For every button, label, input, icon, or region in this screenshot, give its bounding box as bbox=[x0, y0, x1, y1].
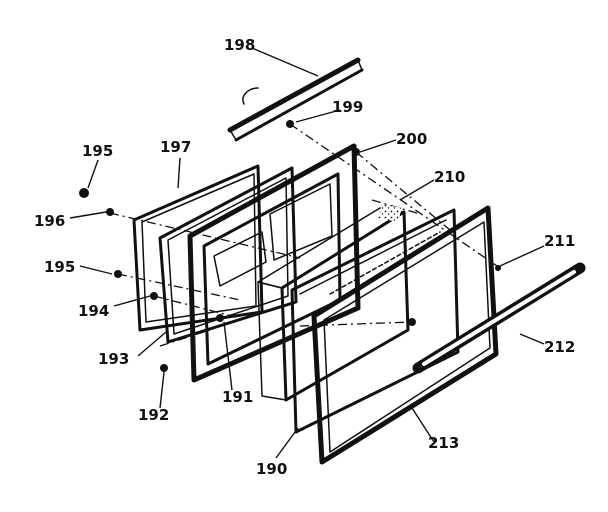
label-194: 194 bbox=[78, 302, 109, 320]
part-198-top-trim bbox=[227, 57, 364, 142]
part-200-door-frame bbox=[187, 143, 361, 383]
label-198: 198 bbox=[224, 36, 255, 54]
part-190-inner-glass bbox=[290, 208, 460, 434]
part-197-gasket-frame bbox=[132, 164, 264, 332]
label-199: 199 bbox=[332, 98, 363, 116]
part-213-outer-door-panel bbox=[311, 205, 499, 465]
label-196: 196 bbox=[34, 212, 65, 230]
leader-lines bbox=[69, 47, 545, 459]
label-197: 197 bbox=[160, 138, 191, 156]
label-191: 191 bbox=[222, 388, 253, 406]
label-190: 190 bbox=[256, 460, 287, 478]
fasteners bbox=[79, 120, 501, 372]
label-211: 211 bbox=[544, 232, 575, 250]
label-210: 210 bbox=[434, 168, 465, 186]
part-191-insulation bbox=[257, 204, 410, 402]
label-200: 200 bbox=[396, 130, 427, 148]
alignment-lines bbox=[109, 123, 501, 347]
label-213: 213 bbox=[428, 434, 459, 452]
label-195-lower: 195 bbox=[44, 258, 75, 276]
label-193: 193 bbox=[98, 350, 129, 368]
part-labels: 198 199 200 210 211 212 213 190 191 192 … bbox=[34, 36, 575, 478]
label-212: 212 bbox=[544, 338, 575, 356]
part-193-inner-liner bbox=[158, 166, 298, 344]
label-192: 192 bbox=[138, 406, 169, 424]
part-212-door-handle bbox=[412, 262, 586, 374]
label-195-upper: 195 bbox=[82, 142, 113, 160]
